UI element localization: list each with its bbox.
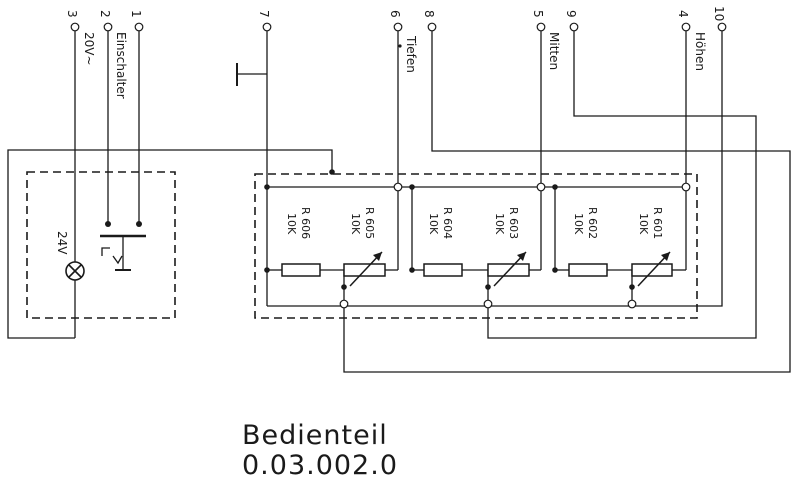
r606-value: 10K [285,213,298,235]
resistor-r606 [281,263,321,277]
signal-labels: Einschalter 20V~ Tiefen Mitten Höhen 24V [55,32,707,255]
pin-terminal-6 [393,22,403,32]
pin-label-9: 9 [564,10,578,18]
label-mitten: Mitten [547,32,561,70]
label-lamp-voltage: 24V [55,231,69,255]
pin-label-7: 7 [257,10,271,18]
potentiometer-r601 [631,251,673,287]
drawing-title: Bedienteil [242,420,388,451]
resistor-r602 [568,263,608,277]
label-einschalter: Einschalter [114,32,128,99]
potentiometer-r605 [343,251,386,287]
label-hoehen: Höhen [693,32,707,71]
pin-terminal-8 [427,22,437,32]
ground-symbol [236,63,267,86]
label-supply: 20V~ [82,32,96,66]
potentiometer-r603 [487,251,530,287]
open-terminals [339,182,691,309]
pin-terminal-3 [70,22,80,32]
pin-label-10: 10 [712,6,726,21]
left-wiring [7,28,333,339]
drawing-number: 0.03.002.0 [242,450,398,481]
pin-label-6: 6 [388,10,402,18]
resistor-labels: R 606 10K R 605 10K R 604 10K R 603 10K … [285,207,664,239]
r601-name: R 601 [651,207,664,239]
pin-terminal-1 [134,22,144,32]
switch-lamp-enclosure [26,171,176,319]
pin-terminal-9 [569,22,579,32]
r602-name: R 602 [586,207,599,239]
r603-value: 10K [493,213,506,235]
r604-value: 10K [427,213,440,235]
pin-label-2: 2 [98,10,112,18]
potentiometer-wiring [266,28,791,373]
potentiometer-enclosure [254,173,698,319]
lamp-symbol [65,261,85,281]
pin-label-3: 3 [65,10,79,18]
pin-terminal-4 [681,22,691,32]
r602-value: 10K [572,213,585,235]
pin-terminal-5 [536,22,546,32]
r605-name: R 605 [363,207,376,239]
junction-dots [264,169,635,290]
pin-label-4: 4 [676,10,690,18]
label-tiefen: Tiefen [404,35,418,73]
pin-terminal-7 [262,22,272,32]
switch-symbol [100,221,146,271]
pin-label-1: 1 [129,10,143,18]
pin-labels: 3 2 1 7 6 8 5 9 4 10 [65,6,726,21]
r603-name: R 603 [507,207,520,239]
pin-label-8: 8 [422,10,436,18]
connector-pins [70,22,727,32]
pin-terminal-2 [103,22,113,32]
pin-terminal-10 [717,22,727,32]
r604-name: R 604 [441,207,454,239]
r601-value: 10K [637,213,650,235]
pin-label-5: 5 [531,10,545,18]
resistor-r604 [423,263,463,277]
r606-name: R 606 [299,207,312,239]
r605-value: 10K [349,213,362,235]
